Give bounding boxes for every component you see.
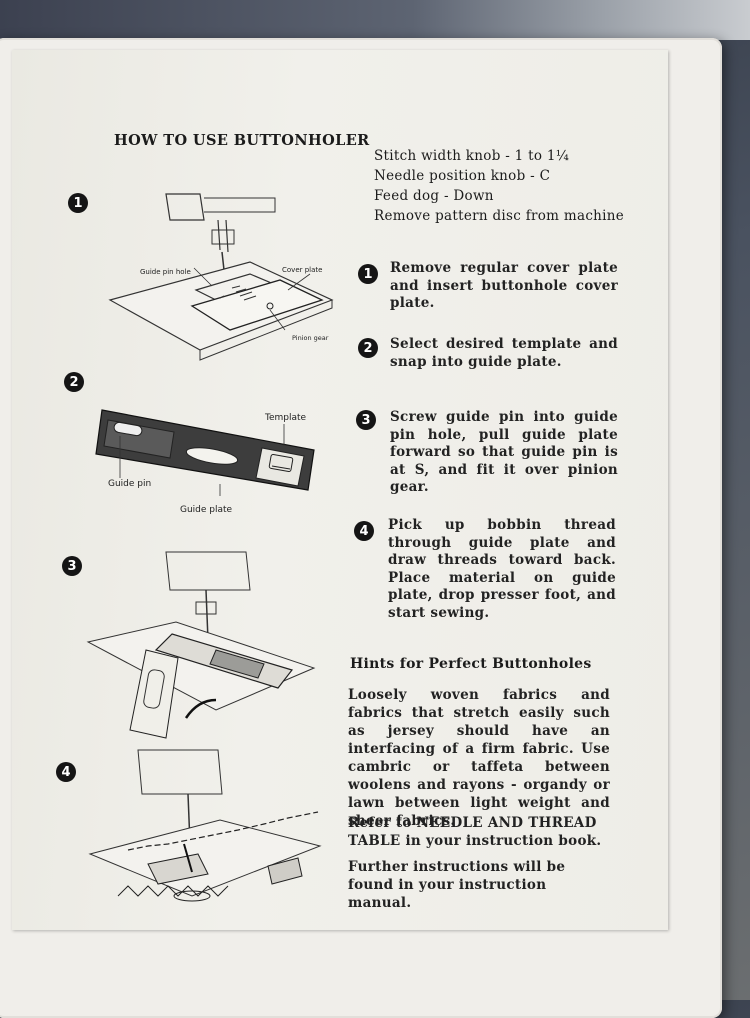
step-1-number: 1 xyxy=(358,264,378,284)
setting-needle-position: Needle position knob - C xyxy=(374,168,551,184)
step-3-number: 3 xyxy=(356,410,376,430)
page-title: HOW TO USE BUTTONHOLER xyxy=(114,132,370,149)
label-guide-pin: Guide pin xyxy=(108,479,151,489)
instruction-sheet: HOW TO USE BUTTONHOLER Stitch width knob… xyxy=(12,50,668,930)
machine-settings: Stitch width knob - 1 to 1¼ Needle posit… xyxy=(374,146,624,226)
background-surface xyxy=(0,0,750,40)
hints-title: Hints for Perfect Buttonholes xyxy=(350,656,592,672)
step-1-text: Remove regular cover plate and insert bu… xyxy=(390,260,618,311)
setting-feed-dog: Feed dog - Down xyxy=(374,188,494,204)
label-guide-plate: Guide plate xyxy=(180,505,233,515)
hints-paragraph-needle-thread: Refer to NEEDLE AND THREAD TABLE in your… xyxy=(348,815,602,849)
figure-3-sewing-setup-illustration xyxy=(86,550,316,740)
figure-2-number: 2 xyxy=(64,372,84,392)
step-2-number: 2 xyxy=(358,338,378,358)
figure-1-number: 1 xyxy=(68,193,88,213)
figure-2-template-illustration: Template Guide pin Guide plate xyxy=(94,400,334,520)
label-pinion-gear: Pinion gear xyxy=(292,334,329,342)
figure-4-sewing-illustration xyxy=(88,746,328,916)
figure-3-number: 3 xyxy=(62,556,82,576)
hints-paragraph-fabrics: Loosely woven fabrics and fabrics that s… xyxy=(348,687,610,829)
figure-1-cover-plate-illustration: Guide pin hole Cover plate Pinion gear xyxy=(100,190,340,365)
hints-paragraph-further-instructions: Further instructions will be found in yo… xyxy=(348,859,566,911)
step-3-text: Screw guide pin into guide pin hole, pul… xyxy=(390,409,618,495)
label-guide-pin-hole: Guide pin hole xyxy=(140,268,191,276)
setting-stitch-width: Stitch width knob - 1 to 1¼ xyxy=(374,148,570,164)
label-cover-plate: Cover plate xyxy=(282,266,322,274)
setting-pattern-disc: Remove pattern disc from machine xyxy=(374,208,625,224)
step-4-number: 4 xyxy=(354,521,374,541)
label-template: Template xyxy=(264,413,307,423)
figure-4-number: 4 xyxy=(56,762,76,782)
step-4-text: Pick up bobbin thread through guide plat… xyxy=(388,517,616,621)
step-2-text: Select desired template and snap into gu… xyxy=(390,336,618,370)
